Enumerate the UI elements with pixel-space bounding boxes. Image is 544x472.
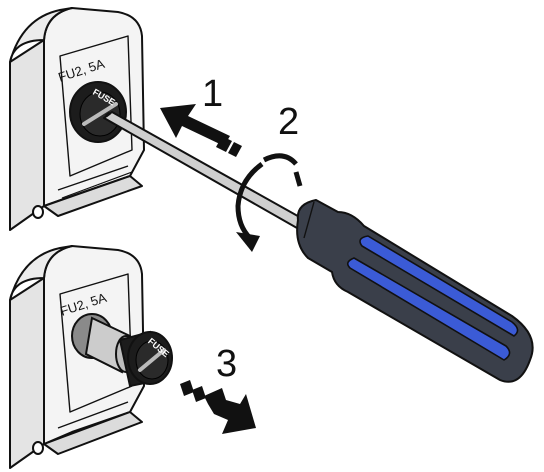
rotate-arrow-icon bbox=[235, 153, 303, 252]
push-arrow-icon bbox=[160, 104, 242, 157]
fuse-cap-top[interactable]: FUSE bbox=[69, 81, 127, 143]
screwdriver[interactable] bbox=[103, 111, 534, 383]
fuse-holder-top bbox=[9, 7, 145, 231]
pull-arrow-icon bbox=[180, 380, 256, 434]
step-2-label: 2 bbox=[278, 101, 299, 143]
step-1-label: 1 bbox=[202, 73, 223, 115]
step-3-label: 3 bbox=[216, 343, 237, 385]
fuse-holder-bottom bbox=[9, 245, 145, 469]
fuse-cap-bottom[interactable]: FUSE bbox=[84, 316, 173, 388]
